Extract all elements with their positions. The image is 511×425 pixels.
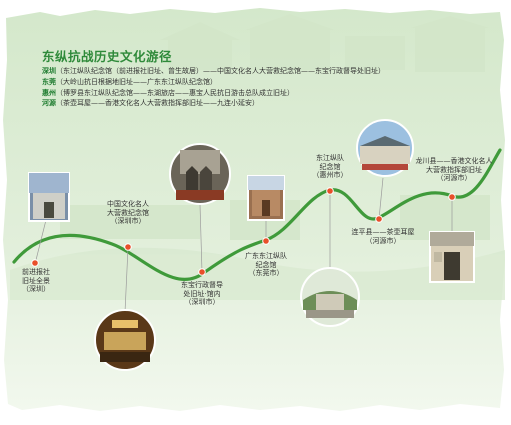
- route-text: （大岭山抗日根据地旧址——广东东江纵队纪念馆）: [56, 77, 217, 86]
- stop-label-line: 旧址全景: [22, 276, 50, 285]
- route-city: 河源: [42, 99, 56, 108]
- stop-label-rescue-memorial: 中国文化名人 大营救纪念馆 （深圳市）: [94, 200, 162, 226]
- stop-label-line: 处旧址·馆内: [183, 289, 221, 298]
- stop-label-line: 中国文化名人: [107, 200, 149, 208]
- photo-guangdong-museum: [247, 175, 285, 221]
- photo-teapot-house: [356, 119, 414, 177]
- stop-label-news-office: 前进报社 旧址全景 （深圳）: [14, 268, 58, 294]
- photo-dongbao-office: [169, 143, 231, 205]
- photo-news-office: [28, 172, 70, 222]
- stop-label-line: 前进报社: [22, 268, 50, 276]
- stop-label-teapot-house: 连平县——茶壶耳屋 （河源市）: [347, 228, 419, 245]
- stop-label-line: 连平县——茶壶耳屋: [351, 228, 415, 236]
- stop-label-dongbao-office: 东宝行政督导 处旧址·馆内 （深圳市）: [172, 281, 232, 307]
- stop-label-line: （河源市）: [436, 174, 472, 183]
- route-path: [12, 148, 502, 281]
- route-item-shenzhen: 深圳（东江纵队纪念馆（前进报社旧址、曾生故居）——中国文化名人大营救纪念馆——东…: [42, 66, 385, 77]
- route-text: （茶壶耳屋——香港文化名人大营救指挥部旧址——九连小延安）: [56, 99, 259, 108]
- stop-label-line: 大营救指挥部旧址: [426, 165, 482, 174]
- route-item-heyuan: 河源（茶壶耳屋——香港文化名人大营救指挥部旧址——九连小延安）: [42, 98, 385, 109]
- stop-label-line: （东莞市）: [248, 269, 284, 278]
- stop-label-line: （深圳市）: [184, 298, 220, 307]
- stop-label-line: 大营救纪念馆: [107, 208, 149, 217]
- stop-label-line: 纪念馆: [319, 162, 341, 171]
- stop-label-huizhou-memorial: 东江纵队 纪念馆 （惠州市）: [305, 154, 355, 180]
- photo-longchuan-hq: [429, 231, 475, 283]
- stop-label-line: （河源市）: [365, 236, 401, 245]
- route-item-huizhou: 惠州（博罗县东江纵队纪念馆——东湖旅店——惠宝人民抗日游击总队成立旧址）: [42, 88, 385, 99]
- page-title: 东纵抗战历史文化游径: [42, 49, 173, 64]
- route-list: 深圳（东江纵队纪念馆（前进报社旧址、曾生故居）——中国文化名人大营救纪念馆——东…: [42, 66, 385, 109]
- route-stop-dots: [31, 187, 456, 276]
- stop-label-line: 广东东江纵队: [245, 252, 287, 260]
- stop-label-line: 东宝行政督导: [181, 281, 223, 289]
- stop-label-guangdong-museum: 广东东江纵队 纪念馆 （东莞市）: [236, 252, 296, 278]
- stop-label-line: 纪念馆: [255, 260, 277, 269]
- route-text: （东江纵队纪念馆（前进报社旧址、曾生故居）——中国文化名人大营救纪念馆——东宝行…: [56, 67, 385, 75]
- stop-label-line: 龙川县——香港文化名人: [415, 157, 493, 165]
- photo-rescue-memorial: [94, 309, 156, 371]
- route-city: 东莞: [42, 77, 56, 86]
- stop-label-line: （深圳）: [22, 285, 50, 294]
- stop-label-longchuan-hq: 龙川县——香港文化名人 大营救指挥部旧址 （河源市）: [414, 157, 494, 183]
- stop-label-line: 东江纵队: [316, 154, 344, 162]
- leader-lines: [34, 177, 453, 313]
- route-item-dongguan: 东莞（大岭山抗日根据地旧址——广东东江纵队纪念馆）: [42, 77, 385, 88]
- stop-label-line: （惠州市）: [312, 171, 348, 180]
- route-city: 惠州: [42, 88, 56, 97]
- route-city: 深圳: [42, 67, 56, 75]
- route-text: （博罗县东江纵队纪念馆——东湖旅店——惠宝人民抗日游击总队成立旧址）: [56, 88, 294, 97]
- stop-label-line: （深圳市）: [110, 217, 146, 226]
- photo-huizhou-memorial: [300, 267, 360, 327]
